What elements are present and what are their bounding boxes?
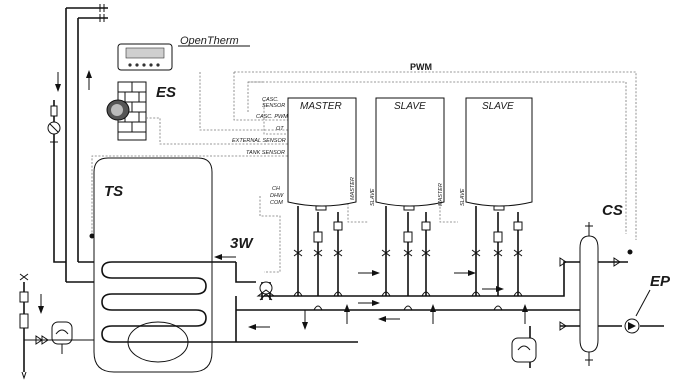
ch-label: CH: [272, 186, 280, 192]
slave1-port-label: SLAVE: [370, 188, 376, 206]
boiler-slave-2: [465, 97, 533, 211]
signal-wires: [91, 71, 637, 273]
dhw-storage-tank: [89, 157, 358, 373]
boiler-master: [287, 97, 357, 211]
cold-water-inlet: [19, 273, 94, 380]
external-sensor-wall: [106, 81, 147, 141]
boiler-slave-1: [375, 97, 445, 211]
recirculation-pump: [47, 105, 61, 158]
dhw-label: DHW: [270, 193, 284, 199]
slave1-title: SLAVE: [394, 101, 426, 112]
ep-label: EP: [650, 273, 671, 290]
casc-pwm-label: CASC. PWM: [256, 114, 288, 120]
com-label: COM: [270, 200, 283, 206]
riser-flow-arrows: [55, 70, 92, 92]
header-flow-arrows: [214, 254, 528, 330]
tank-sensor-label: TANK SENSOR: [246, 150, 285, 156]
pipe-crossovers: [293, 291, 523, 311]
opentherm-controller: [117, 43, 173, 71]
slave2-title: SLAVE: [482, 101, 514, 112]
casc-sensor-label-1: CASC.: [262, 97, 279, 103]
header-pipes: [235, 261, 664, 368]
master-port-label: MASTER: [350, 177, 356, 200]
slave2-port-label: SLAVE: [460, 188, 466, 206]
three-way-label: 3W: [230, 235, 254, 252]
boiler-connections: [293, 206, 523, 296]
three-way-valve: [256, 281, 276, 301]
opentherm-label: OpenTherm: [180, 35, 239, 47]
expansion-vessels: [51, 321, 537, 363]
es-label: ES: [156, 84, 176, 101]
ts-label: TS: [104, 183, 123, 200]
master-title: MASTER: [300, 101, 342, 112]
pwm-label: PWM: [410, 62, 432, 72]
casc-sensor-label-2: SENSOR: [262, 103, 285, 109]
slave1-master-port-label: MASTER: [438, 183, 444, 206]
hydraulic-separator: [559, 222, 633, 366]
ot-label: OT: [276, 126, 284, 132]
external-pump: [624, 318, 640, 334]
cs-label: CS: [602, 202, 623, 219]
left-riser-pipes: [53, 4, 108, 283]
external-sensor-label: EXTERNAL SENSOR: [232, 138, 286, 144]
